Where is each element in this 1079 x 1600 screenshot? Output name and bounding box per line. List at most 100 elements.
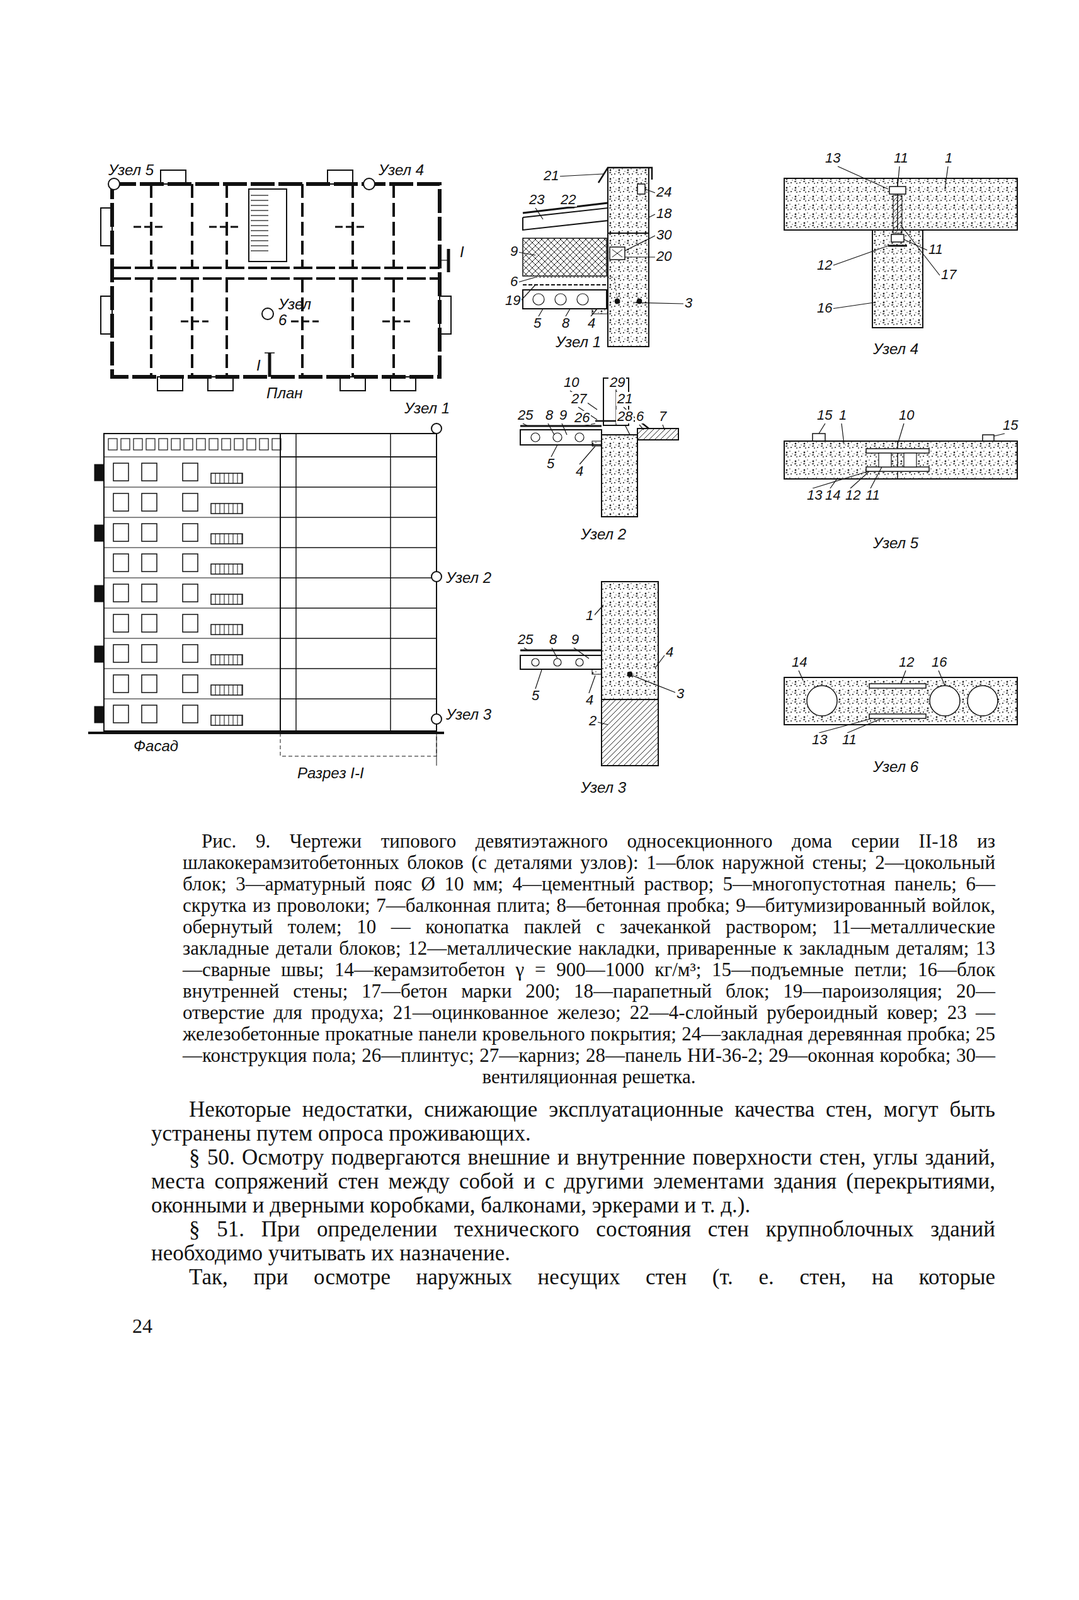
rail-bar [237,563,239,574]
window [182,644,198,663]
balcony [160,170,186,184]
callout-number: 24 [655,185,673,200]
leader-line [566,207,575,208]
partition-wall [392,278,395,377]
concrete-fill [893,195,903,234]
window [113,553,129,572]
section-wall [295,433,297,731]
rail-bar [228,503,230,514]
stair-step [250,214,269,216]
stair-step [250,234,269,236]
stair-step [250,199,269,201]
leader-line [645,188,656,193]
leader-line [579,445,596,465]
floor-line [280,576,437,579]
partition-wall [392,183,395,268]
rail-bar [228,563,230,574]
window [182,704,198,723]
ground-line [88,731,445,734]
callout-number: 7 [657,409,668,424]
window [113,493,129,511]
rail-bar [241,533,243,544]
callout-number: 10 [562,375,581,390]
callout-number: 4 [584,692,595,707]
insulation [522,238,607,276]
rail-bar [219,684,221,695]
leader-line [570,390,598,410]
figure-label: Узел 4 [377,162,426,178]
parapet-window [171,438,181,450]
wall-projection [100,296,113,334]
embedded-part [889,186,906,195]
parapet-window [259,438,269,450]
node-marker [431,571,442,582]
body-paragraph: § 51. При определении технического состо… [151,1216,996,1265]
figure-label: Узел 6 [277,296,318,328]
callout-number: 28 [616,409,634,424]
partition-wall [209,226,239,229]
leader-line [639,424,644,430]
leader-line [593,604,604,617]
leader-line [624,424,630,435]
rail-bar [224,473,225,484]
balcony-slab [637,428,679,440]
balcony [157,376,183,391]
rail-bar [224,563,225,574]
callout-number: 13 [823,151,842,166]
balcony-rail [211,624,243,635]
rail-bar [219,654,221,665]
partition-wall [133,226,163,229]
parapet-window [120,438,130,450]
callout-number: 11 [840,732,858,747]
callout-number: 11 [892,151,910,166]
leader-line [624,256,656,257]
figure-label: Узел 4 [871,341,920,357]
rail-bar [219,533,221,544]
floor-line [280,546,437,549]
callout-number: 19 [503,293,522,308]
rail-bar [224,593,225,605]
balcony-rail [211,714,243,726]
leader-line [837,166,889,189]
leader-line [573,647,589,659]
rail-bar [224,624,225,635]
stair [248,188,287,262]
rail-bar [219,503,221,514]
metal-plate [866,466,930,472]
leader-line [565,308,571,317]
rail-bar [215,473,217,484]
stair-step [250,245,269,246]
callout-number: 30 [655,228,673,242]
wall-block [784,440,1018,479]
callout-number: 8 [560,316,571,331]
callout-number: 21 [542,168,560,183]
leader-line [557,173,604,177]
floor-line [103,456,281,458]
window [141,462,157,481]
window [113,674,129,693]
rail-bar [228,593,230,605]
rail-bar [224,714,225,726]
callout-number: 12 [815,258,834,273]
parapet-window [196,438,206,450]
node-marker [363,178,375,190]
leader-line [561,423,567,435]
callout-number: 1 [837,408,848,423]
floor-finish [520,649,602,652]
panel-void [576,293,589,305]
body-paragraph: Некоторые недостатки, снижающие эксплуат… [151,1097,996,1146]
leader-line [633,302,684,304]
figure-label: Узел 2 [444,570,493,586]
callout-number: 9 [558,408,569,423]
leader-line [524,647,528,651]
leader-line [624,235,656,251]
panel-void [553,658,562,666]
floor-line [280,456,437,458]
callout-number: 17 [939,267,958,282]
wall-projection [100,207,113,246]
callout-number: 6 [508,274,520,289]
window [182,674,198,693]
floor-line [103,607,281,609]
hollow-panel [520,429,602,445]
body-paragraph: Так, при осмотре наружных несущих стен (… [151,1264,996,1289]
